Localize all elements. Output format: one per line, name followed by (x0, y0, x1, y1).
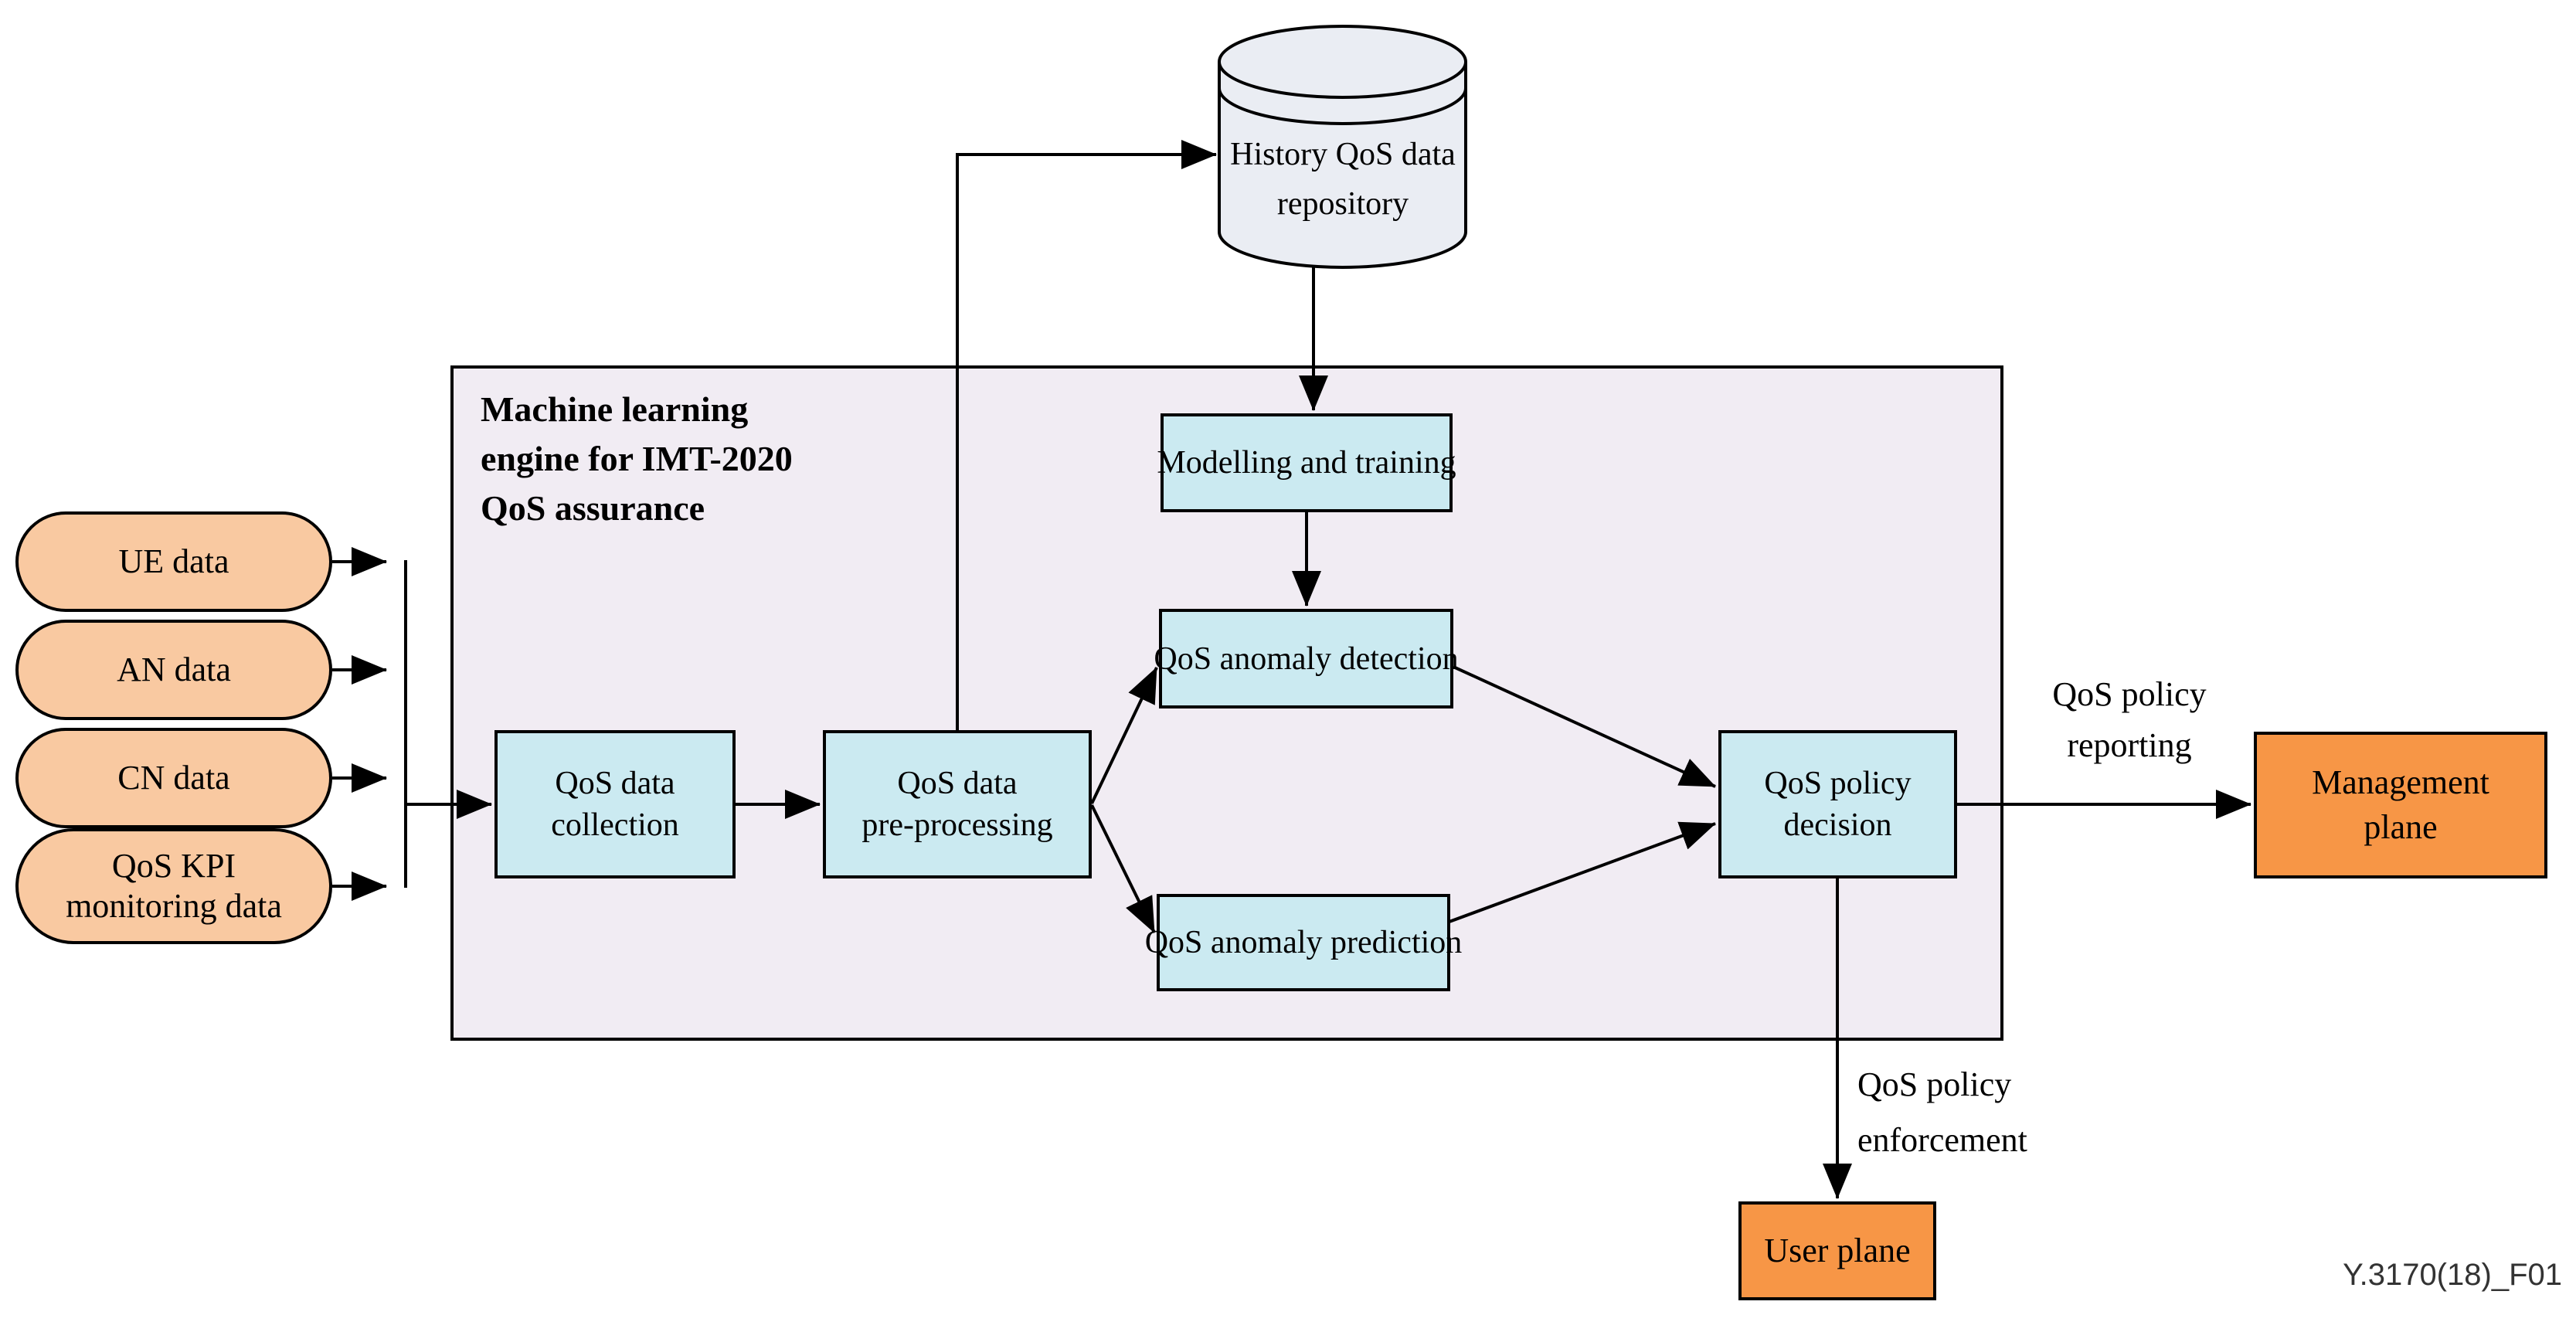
an-data-label: AN data (117, 651, 231, 688)
management-label-line1: Management (2312, 763, 2489, 801)
enforcement-label-line2: enforcement (1857, 1121, 2027, 1159)
decision-label-line2: decision (1783, 807, 1892, 843)
input-node-qos-kpi-monitoring-data: QoS KPI monitoring data (15, 828, 332, 944)
plane-node-management: Management plane (2254, 732, 2547, 878)
collection-label-line1: QoS data (555, 766, 675, 801)
process-node-qos-anomaly-prediction: QoS anomaly prediction (1145, 894, 1462, 991)
input-connectors (332, 547, 492, 901)
figure-caption: Y.3170(18)_F01 (2343, 1258, 2562, 1292)
modelling-label: Modelling and training (1157, 445, 1456, 481)
process-node-qos-data-collection: QoS data collection (494, 730, 736, 878)
engine-connectors (736, 140, 1716, 935)
cn-data-label: CN data (117, 759, 230, 797)
process-node-qos-anomaly-detection: QoS anomaly detection (1154, 609, 1459, 708)
preprocessing-label-line1: QoS data (897, 766, 1018, 801)
ml-engine-title: Machine learning engine for IMT-2020 QoS… (481, 385, 944, 533)
flow-label-qos-policy-reporting: QoS policy reporting (2009, 669, 2250, 771)
output-connectors (1823, 790, 2251, 1199)
process-node-modelling-and-training: Modelling and training (1157, 413, 1456, 512)
ue-data-label: UE data (118, 542, 229, 580)
reporting-label-line2: reporting (2067, 726, 2192, 764)
database-cylinder-icon (1218, 25, 1467, 269)
ml-engine-title-line1: Machine learning (481, 389, 749, 429)
history-repository-label: History QoS data repository (1218, 130, 1467, 229)
detection-label: QoS anomaly detection (1154, 641, 1459, 677)
process-node-qos-data-pre-processing: QoS data pre-processing (823, 730, 1092, 878)
management-label-line2: plane (2364, 808, 2438, 846)
ml-engine-title-line3: QoS assurance (481, 488, 705, 528)
input-node-cn-data: CN data (15, 728, 332, 828)
preprocessing-label-line2: pre-processing (861, 807, 1053, 843)
ml-engine-title-line2: engine for IMT-2020 (481, 439, 793, 478)
plane-node-user: User plane (1738, 1201, 1936, 1300)
enforcement-label-line1: QoS policy (1857, 1065, 2012, 1103)
kpi-label-line2: monitoring data (66, 887, 282, 925)
flow-label-qos-policy-enforcement: QoS policy enforcement (1857, 1057, 2136, 1168)
decision-label-line1: QoS policy (1764, 766, 1912, 801)
input-node-an-data: AN data (15, 620, 332, 720)
history-repository-line2: repository (1276, 186, 1409, 222)
collection-label-line2: collection (551, 807, 679, 843)
user-plane-label: User plane (1764, 1232, 1911, 1269)
prediction-label: QoS anomaly prediction (1144, 925, 1463, 960)
history-repository-line1: History QoS data (1230, 137, 1456, 172)
kpi-label-line1: QoS KPI (111, 847, 236, 885)
reporting-label-line1: QoS policy (2052, 675, 2207, 713)
input-node-ue-data: UE data (15, 511, 332, 612)
process-node-qos-policy-decision: QoS policy decision (1718, 730, 1957, 878)
